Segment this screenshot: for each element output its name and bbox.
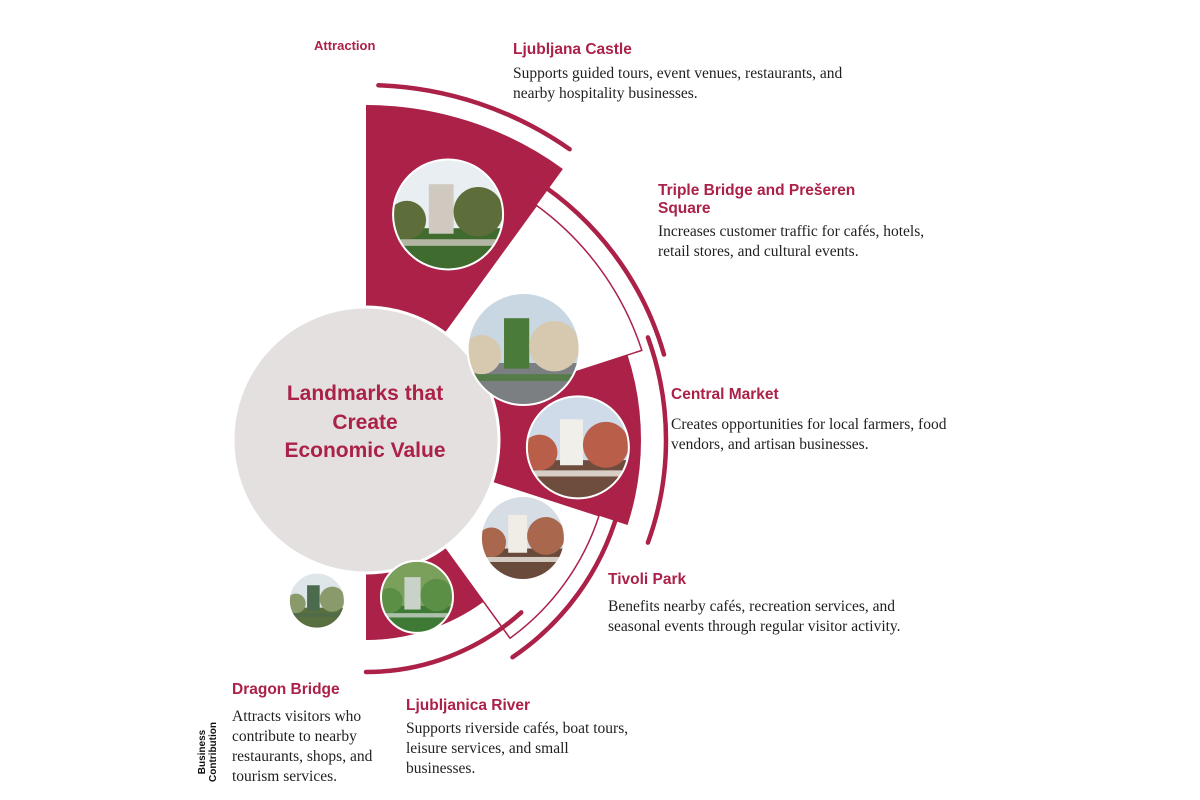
outer-arc-1 xyxy=(532,177,667,357)
landmark-title-tivoli-park: Tivoli Park xyxy=(608,571,687,588)
landmark-title-triple-bridge: Triple Bridge and Prešeren Square xyxy=(658,182,856,217)
photo-frame-0 xyxy=(392,158,505,271)
landmark-desc-dragon-bridge: Attracts visitors who contribute to near… xyxy=(232,708,373,785)
center-title: Landmarks that Create Economic Value xyxy=(284,382,446,462)
landmark-title-ljubljanica-river: Ljubljanica River xyxy=(406,697,531,714)
landmark-title-ljubljana-castle: Ljubljana Castle xyxy=(513,41,632,58)
landmark-title-dragon-bridge: Dragon Bridge xyxy=(232,681,340,698)
business-contribution-label: Business Contribution xyxy=(197,722,219,782)
market-stalls-photo xyxy=(526,396,629,499)
attraction-label: Attraction xyxy=(314,38,376,53)
landmark-desc-tivoli-park: Benefits nearby cafés, recreation servic… xyxy=(608,598,901,635)
outer-arc-0 xyxy=(376,82,572,152)
dragon-statue-photo xyxy=(288,572,345,629)
photo-frame-2 xyxy=(525,395,630,500)
park-crowd-photo xyxy=(480,496,565,581)
photo-frame-4 xyxy=(379,559,454,634)
landmark-desc-triple-bridge: Increases customer traffic for cafés, ho… xyxy=(658,223,925,260)
photo-frame-3 xyxy=(479,495,566,582)
landmark-desc-central-market: Creates opportunities for local farmers,… xyxy=(671,416,947,453)
landmark-desc-ljubljana-castle: Supports guided tours, event venues, res… xyxy=(513,65,843,102)
outer-arc-2 xyxy=(645,335,669,545)
landmark-desc-ljubljanica-river: Supports riverside cafés, boat tours, le… xyxy=(406,720,629,777)
outer-arc-3 xyxy=(510,509,621,660)
photo-frame-1 xyxy=(466,292,581,406)
outer-arc-4 xyxy=(363,610,524,675)
center-circle xyxy=(231,305,501,575)
landmark-title-central-market: Central Market xyxy=(671,386,779,403)
photo-frame-5 xyxy=(287,571,346,630)
